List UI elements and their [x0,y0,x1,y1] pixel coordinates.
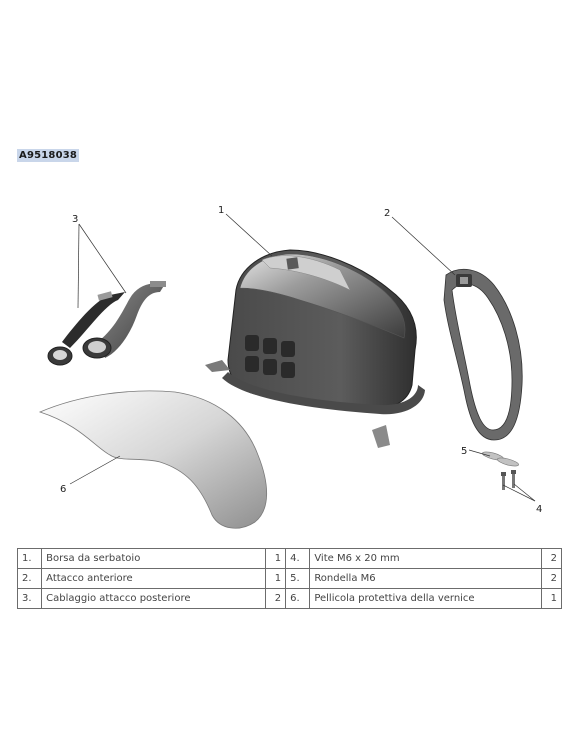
exploded-parts-diagram: 1 2 3 4 5 6 [38,205,542,529]
screw-m6 [511,470,516,488]
paint-protection-film [38,390,268,529]
part-number: 5. [285,568,311,589]
part-number: 1. [16,548,43,569]
part-description: Rondella M6 [309,568,543,589]
side-pocket-grid [245,335,295,378]
part-quantity: 1 [541,588,562,609]
washer-m6 [482,451,519,467]
part-quantity: 2 [265,588,287,609]
part-description: Cablaggio attacco posteriore [41,588,267,609]
part-quantity: 1 [265,568,287,589]
part-number: 4. [285,548,311,569]
callout-4: 4 [536,504,542,515]
part-number: 3. [16,588,43,609]
callout-1: 1 [218,205,224,216]
tank-bag [205,249,425,448]
screw-m6 [501,472,506,490]
callout-5: 5 [461,446,467,457]
table-row: 1. Borsa da serbatoio 1 4. Vite M6 x 20 … [16,548,562,569]
parts-list-table: 1. Borsa da serbatoio 1 4. Vite M6 x 20 … [16,548,562,609]
front-attachment-loop [443,268,523,441]
callout-6: 6 [60,484,66,495]
table-row: 2. Attacco anteriore 1 5. Rondella M6 2 [16,568,562,589]
part-quantity: 2 [541,568,562,589]
rear-harness-strap [82,281,166,359]
part-description: Pellicola protettiva della vernice [309,588,543,609]
part-quantity: 1 [265,548,287,569]
part-description: Vite M6 x 20 mm [309,548,543,569]
document-code: A9518038 [17,149,80,162]
part-quantity: 2 [541,548,562,569]
part-number: 6. [285,588,311,609]
part-description: Borsa da serbatoio [41,548,267,569]
part-number: 2. [16,568,43,589]
callout-2: 2 [384,208,390,219]
callout-3: 3 [72,214,78,225]
table-row: 3. Cablaggio attacco posteriore 2 6. Pel… [16,588,562,609]
part-description: Attacco anteriore [41,568,267,589]
rear-harness-strap [47,291,125,366]
leader-lines [69,213,536,502]
